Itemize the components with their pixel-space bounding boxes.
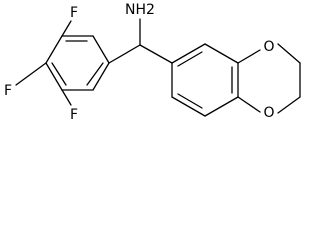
ring-bond	[92, 62, 110, 91]
fluorine-label-top: F	[70, 5, 78, 21]
amine-label: NH2	[125, 2, 155, 18]
dioxine-ring	[237, 43, 301, 114]
ring-bond	[277, 43, 301, 64]
aromatic-inner-bond	[177, 93, 203, 109]
ring-bond	[92, 35, 110, 64]
aromatic-inner-bond	[177, 51, 203, 67]
benzodioxine-aromatic-ring	[171, 43, 239, 117]
ring-bond	[45, 35, 63, 64]
ring-bond	[237, 49, 261, 64]
fluorine-bond-left	[15, 62, 47, 86]
ring-to-center-bond	[108, 44, 141, 64]
ring-bond	[45, 62, 63, 91]
ring-bond	[171, 96, 206, 117]
fluorine-label-bottom: F	[70, 107, 78, 123]
ring-bond	[277, 96, 301, 114]
fluorine-label-left: F	[4, 83, 12, 99]
oxygen-label-top: O	[263, 39, 274, 55]
fluorine-bond-top	[61, 20, 72, 37]
aromatic-inner-bond	[51, 62, 67, 86]
structure-drawing: NH2 F F F O O	[4, 2, 301, 123]
trifluorophenyl-ring	[45, 35, 110, 91]
ring-bond	[204, 43, 239, 64]
ring-bond	[237, 96, 261, 113]
ring-bond	[204, 96, 239, 117]
ring-bond	[171, 43, 206, 64]
fluorine-bond-bottom	[61, 89, 72, 106]
oxygen-label-bottom: O	[263, 105, 274, 121]
aromatic-inner-bond	[86, 62, 104, 86]
center-to-benzodioxine-bond	[139, 44, 173, 64]
